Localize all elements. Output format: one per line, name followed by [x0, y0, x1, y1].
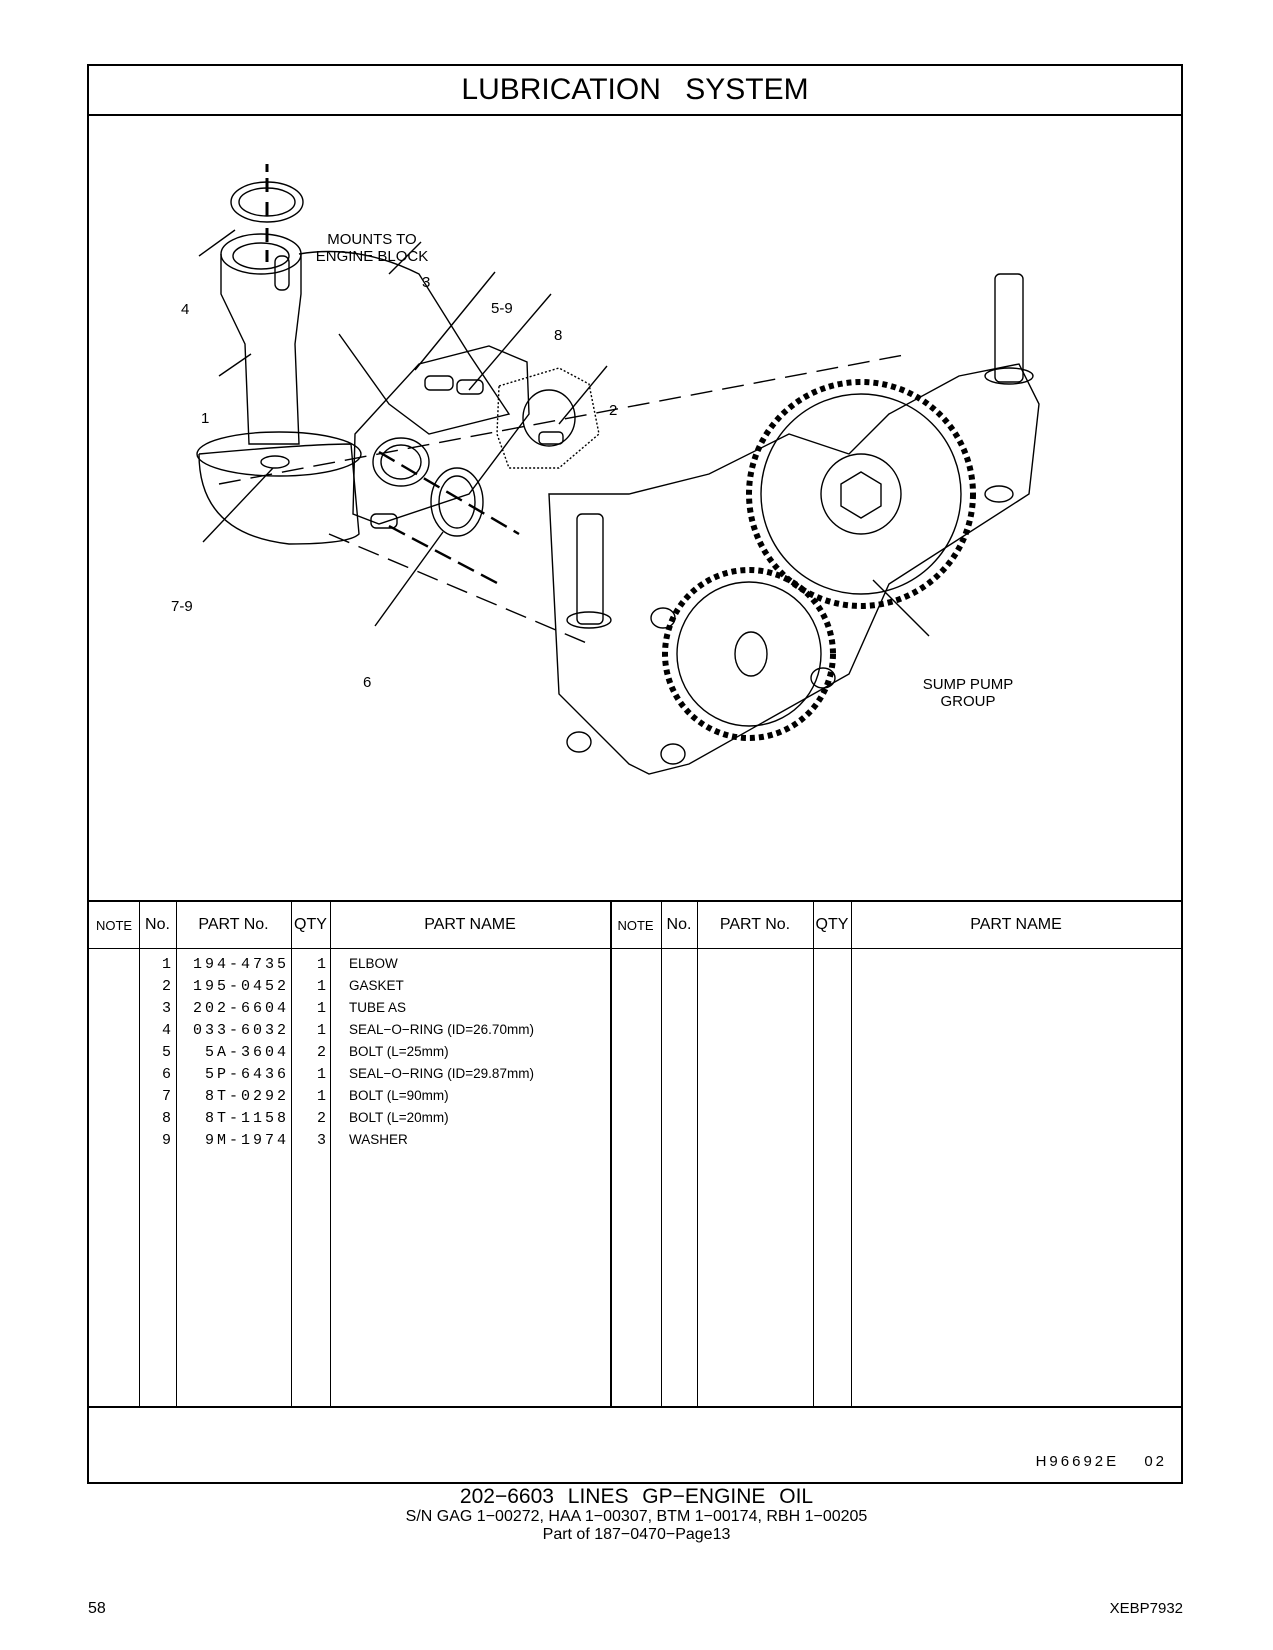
illustration-code-suffix: 02: [1144, 1453, 1167, 1470]
header-part-no: PART No.: [198, 916, 269, 933]
column-divider: [661, 902, 662, 1406]
table-row: 5 5A-3604 2 BOLT (L=25mm): [89, 1044, 1181, 1067]
callout-7-9: 7-9: [171, 598, 193, 615]
header-part-name: PART NAME: [424, 916, 516, 933]
row-qty: 1: [316, 1000, 326, 1017]
table-row: 3 202-6604 1 TUBE AS: [89, 1000, 1181, 1023]
row-part-no: 9M-1974: [204, 1132, 289, 1149]
row-part-no: 195-0452: [192, 978, 289, 995]
header-part-name-right: PART NAME: [970, 916, 1062, 933]
row-no: 5: [161, 1044, 171, 1061]
center-divider: [610, 902, 612, 1406]
page-title: LUBRICATION SYSTEM: [89, 66, 1181, 116]
exploded-view-illustration: MOUNTS TO ENGINE BLOCK 3 4 5-9 8 2 1 7-9…: [89, 114, 1181, 900]
row-qty: 1: [316, 1066, 326, 1083]
callout-5-9: 5-9: [491, 300, 513, 317]
row-part-name: GASKET: [349, 978, 404, 993]
header-part-no-right: PART No.: [719, 916, 791, 933]
parts-table: NOTE No. PART No. QTY PART NAME NOTE No.…: [89, 900, 1181, 1408]
table-row: 9 9M-1974 3 WASHER: [89, 1132, 1181, 1155]
serial-numbers: S/N GAG 1−00272, HAA 1−00307, BTM 1−0017…: [405, 1508, 868, 1525]
row-qty: 1: [316, 956, 326, 973]
row-qty: 3: [316, 1132, 326, 1149]
row-part-no: 5P-6436: [204, 1066, 289, 1083]
row-no: 4: [161, 1022, 171, 1039]
row-no: 7: [161, 1088, 171, 1105]
row-no: 1: [161, 956, 171, 973]
header-note: NOTE: [95, 917, 133, 933]
column-divider: [176, 902, 177, 1406]
row-qty: 1: [316, 1022, 326, 1039]
row-qty: 2: [316, 1110, 326, 1127]
row-part-no: 033-6032: [192, 1022, 289, 1039]
callout-1: 1: [201, 410, 210, 427]
table-row: 4 033-6032 1 SEAL−O−RING (ID=26.70mm): [89, 1022, 1181, 1045]
column-divider: [139, 902, 140, 1406]
document-number: XEBP7932: [1109, 1600, 1183, 1617]
row-no: 6: [161, 1066, 171, 1083]
row-no: 2: [161, 978, 171, 995]
row-qty: 1: [316, 978, 326, 995]
table-row: 6 5P-6436 1 SEAL−O−RING (ID=29.87mm): [89, 1066, 1181, 1089]
callout-4: 4: [181, 301, 190, 318]
table-row: 8 8T-1158 2 BOLT (L=20mm): [89, 1110, 1181, 1133]
row-part-name: BOLT (L=25mm): [349, 1044, 449, 1059]
header-divider: [89, 948, 1181, 949]
row-part-no: 5A-3604: [204, 1044, 289, 1061]
column-divider: [291, 902, 292, 1406]
table-row: 1 194-4735 1 ELBOW: [89, 956, 1181, 979]
row-qty: 2: [316, 1044, 326, 1061]
row-part-name: ELBOW: [349, 956, 398, 971]
row-qty: 1: [316, 1088, 326, 1105]
header-qty: QTY: [294, 916, 327, 933]
row-no: 9: [161, 1132, 171, 1149]
callout-3: 3: [422, 274, 431, 291]
row-part-no: 8T-0292: [204, 1088, 289, 1105]
callout-8: 8: [554, 327, 563, 344]
row-part-name: SEAL−O−RING (ID=26.70mm): [349, 1022, 534, 1037]
row-part-no: 8T-1158: [204, 1110, 289, 1127]
illustration-code-id: H96692E: [1035, 1453, 1120, 1470]
row-part-name: BOLT (L=90mm): [349, 1088, 449, 1103]
parts-page-frame: LUBRICATION SYSTEM: [87, 64, 1183, 1484]
column-divider: [697, 902, 698, 1406]
table-row: 7 8T-0292 1 BOLT (L=90mm): [89, 1088, 1181, 1111]
header-no: No.: [145, 916, 170, 933]
callout-6: 6: [363, 674, 372, 691]
column-divider: [330, 902, 331, 1406]
row-part-no: 194-4735: [192, 956, 289, 973]
page-number: 58: [88, 1600, 106, 1617]
illustration-code: H96692E 02: [1036, 1453, 1167, 1470]
row-part-no: 202-6604: [192, 1000, 289, 1017]
row-part-name: WASHER: [349, 1132, 408, 1147]
row-part-name: BOLT (L=20mm): [349, 1110, 449, 1125]
row-part-name: TUBE AS: [349, 1000, 407, 1015]
row-no: 8: [161, 1110, 171, 1127]
column-divider: [851, 902, 852, 1406]
callout-2: 2: [609, 402, 618, 419]
header-qty-right: QTY: [815, 916, 849, 933]
table-row: 2 195-0452 1 GASKET: [89, 978, 1181, 1001]
row-no: 3: [161, 1000, 171, 1017]
header-no-right: No.: [666, 916, 692, 933]
part-of-reference: Part of 187−0470−Page13: [542, 1526, 731, 1543]
callout-mounts-to-engine-block: MOUNTS TO ENGINE BLOCK: [315, 231, 429, 265]
group-title: 202−6603 LINES GP−ENGINE OIL: [459, 1485, 814, 1508]
header-note-right: NOTE: [617, 917, 654, 933]
column-divider: [813, 902, 814, 1406]
row-part-name: SEAL−O−RING (ID=29.87mm): [349, 1066, 534, 1081]
exploded-view-drawing: [196, 164, 1040, 775]
callout-sump-pump-group: SUMP PUMP GROUP: [922, 676, 1014, 710]
